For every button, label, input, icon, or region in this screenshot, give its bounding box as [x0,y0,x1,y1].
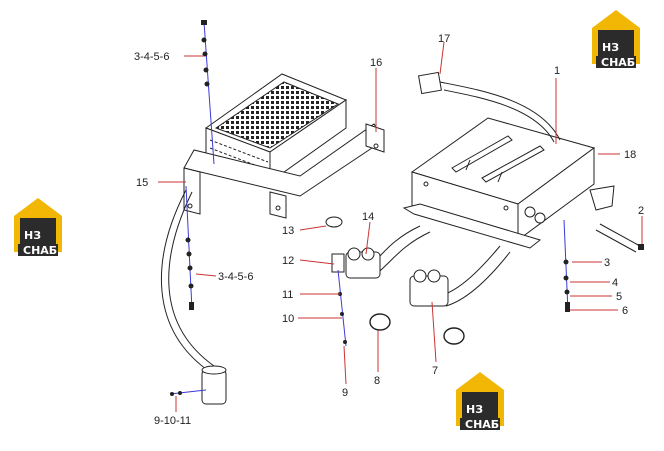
callout-3-4-5-6-bottom: 3-4-5-6 [218,271,253,283]
callout-12: 12 [282,255,294,267]
filter-canister [201,365,227,405]
callout-10: 10 [282,313,294,325]
hose-clamps [369,313,465,345]
heater-unit [402,117,615,249]
callout-16: 16 [370,57,382,69]
coolant-valves [325,216,449,307]
electrical-connector [418,71,442,95]
callout-2: 2 [638,205,644,217]
svg-text:НЗ: НЗ [602,41,619,54]
callout-8: 8 [374,375,380,387]
callout-13: 13 [282,225,294,237]
watermark-logo-top-right: НЗ СНАБ [592,10,640,69]
watermark-logo-left: НЗ СНАБ [14,198,62,257]
callout-5: 5 [616,291,622,303]
svg-text:СНАБ: СНАБ [23,244,57,257]
callout-6: 6 [622,305,628,317]
callout-9-10-11: 9-10-11 [154,415,191,427]
callout-3-4-5-6-top: 3-4-5-6 [134,51,169,63]
leader-lines [158,41,643,412]
fastener-stacks [169,21,569,395]
svg-text:СНАБ: СНАБ [601,56,635,69]
callout-1: 1 [554,65,560,77]
callout-7: 7 [432,365,438,377]
fastener-bolts [170,20,644,396]
svg-text:СНАБ: СНАБ [465,418,499,431]
svg-text:НЗ: НЗ [466,403,483,416]
callout-labels: 3-4-5-6 16 17 1 18 15 2 14 13 12 3 3-4-5… [134,33,644,427]
mounting-bracket [183,123,385,219]
callout-4: 4 [612,277,618,289]
callout-14: 14 [362,211,374,223]
heater-radiator [204,73,348,183]
callout-18: 18 [624,149,636,161]
callout-3: 3 [604,257,610,269]
callout-9: 9 [342,387,348,399]
callout-15: 15 [136,177,148,189]
watermark-logo-bottom: НЗ СНАБ [456,372,504,431]
callout-11: 11 [282,289,293,301]
svg-text:НЗ: НЗ [24,229,41,242]
callout-17: 17 [438,33,450,45]
